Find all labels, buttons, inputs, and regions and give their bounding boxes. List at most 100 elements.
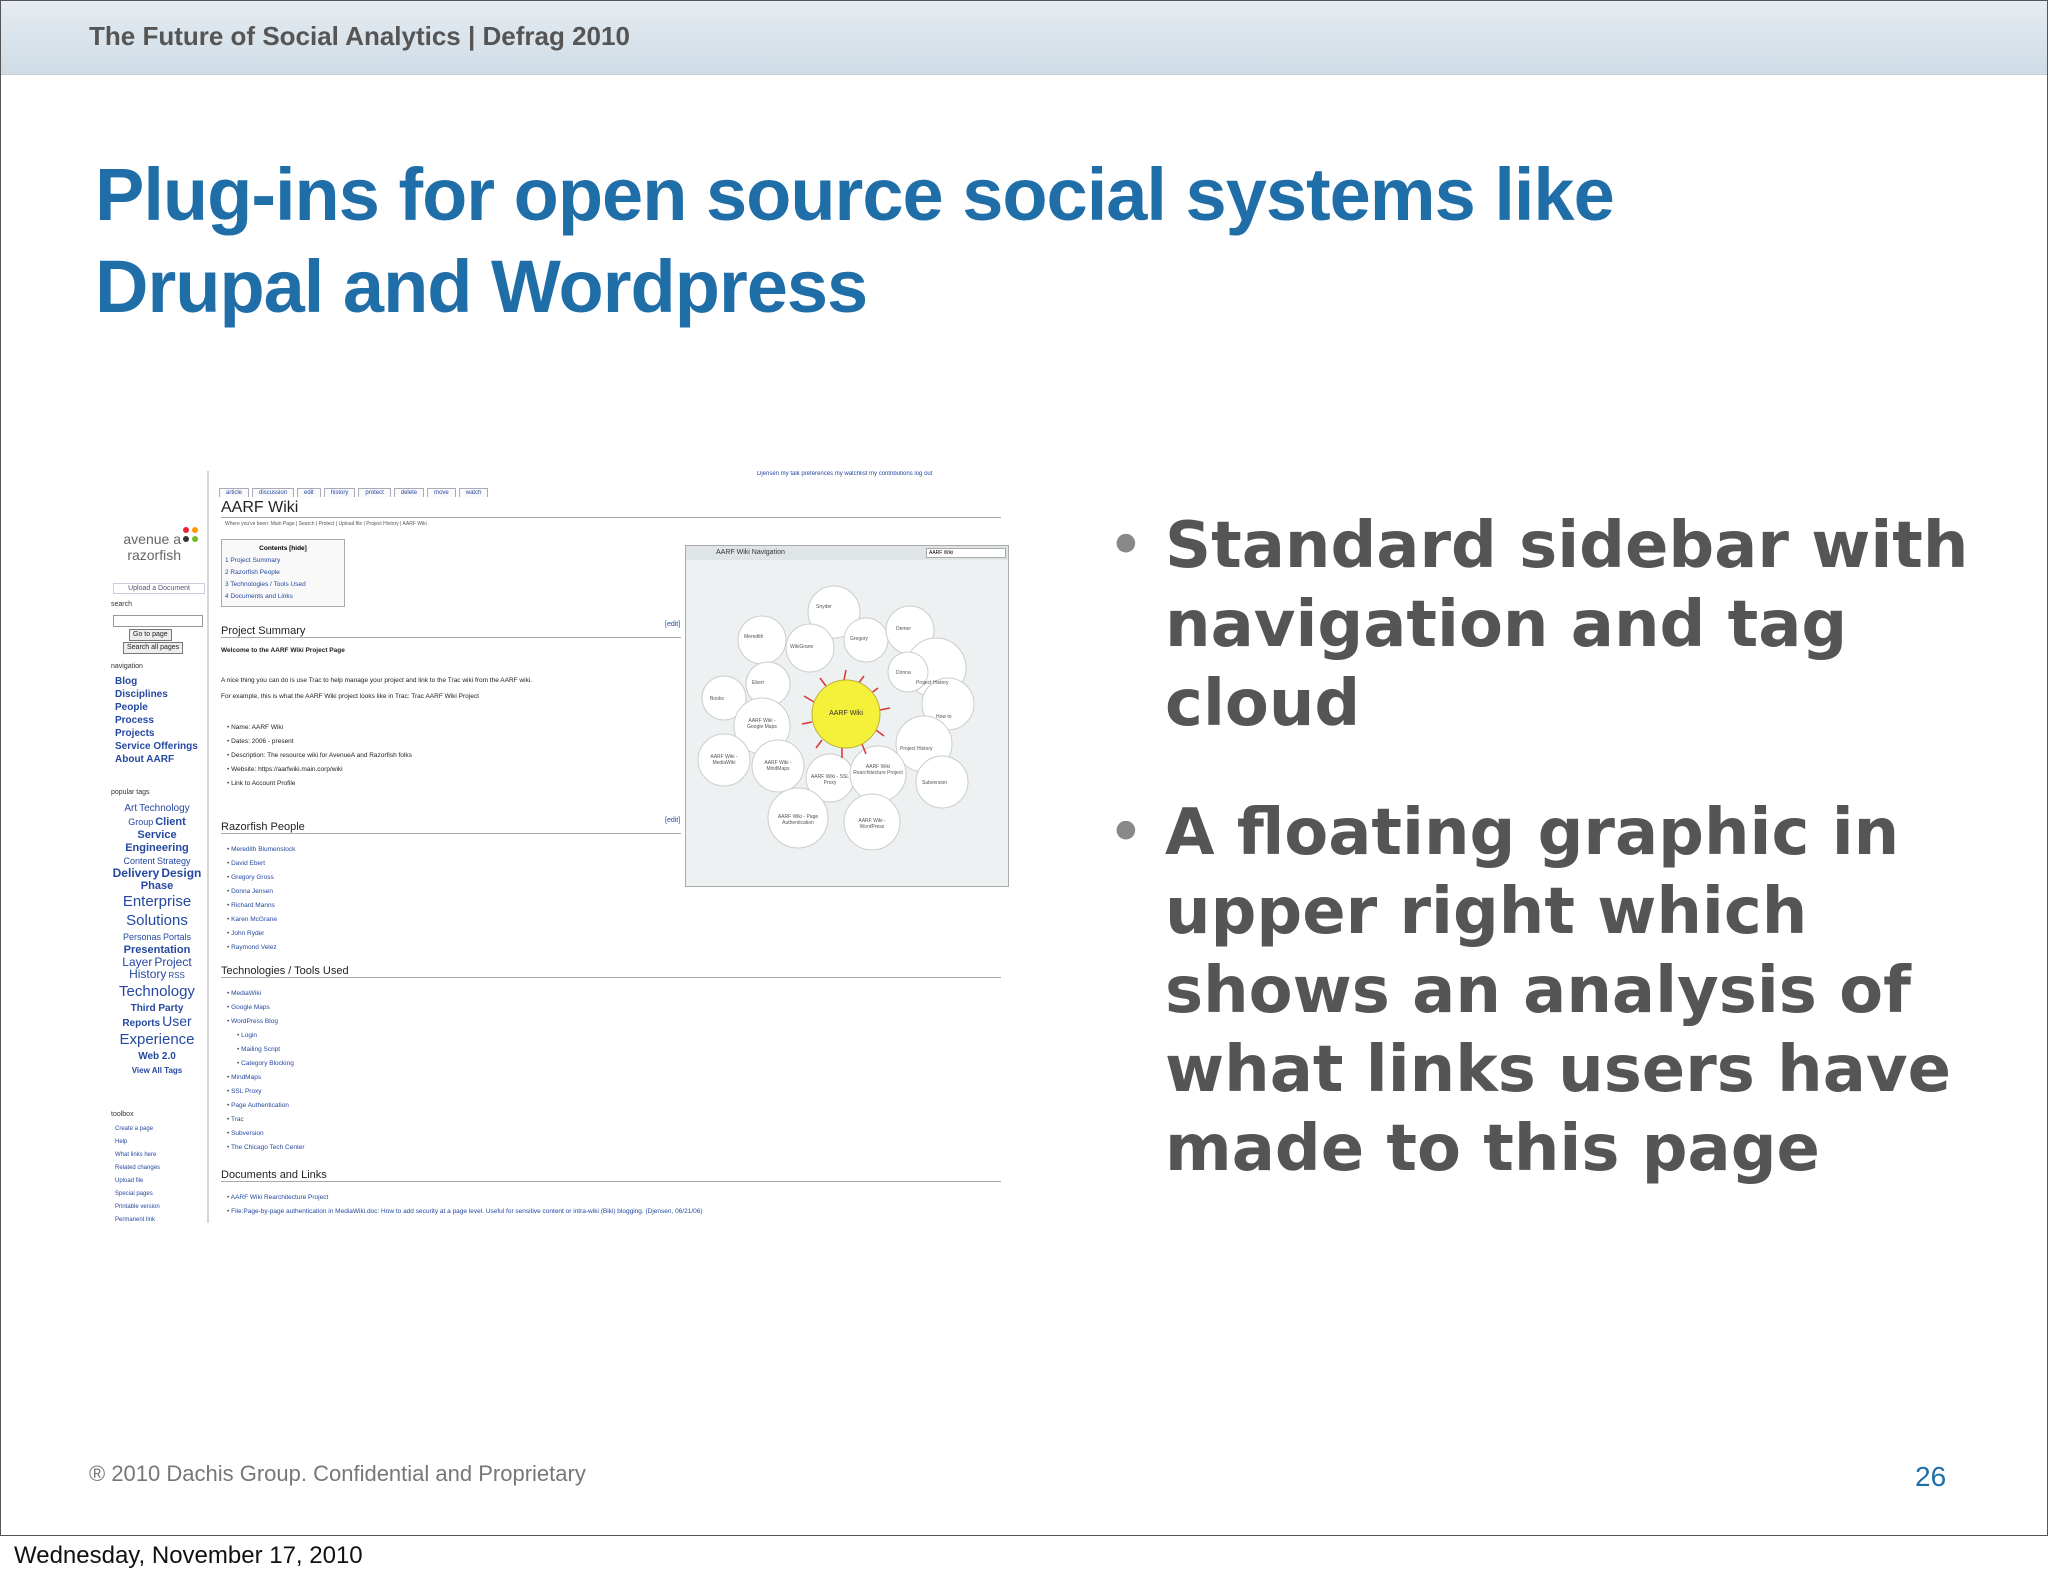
wiki-tag[interactable]: Presentation (123, 944, 191, 956)
wiki-list-item[interactable]: Website: https://aarfwiki.main.corp/wiki (227, 763, 412, 777)
wiki-graph-node[interactable]: AARF Wiki - MediaWiki (710, 754, 738, 766)
wiki-nav-item[interactable]: People (115, 702, 148, 713)
wiki-nav-item[interactable]: Projects (115, 728, 155, 739)
wiki-tag[interactable]: Project (154, 955, 192, 969)
wiki-tab[interactable]: history (323, 488, 356, 497)
wiki-list-item[interactable]: Google Maps (227, 1001, 305, 1015)
wiki-list-item[interactable]: WordPress Blog (227, 1015, 305, 1029)
wiki-graph-node[interactable]: Demer (896, 626, 912, 632)
wiki-graph-node[interactable]: AARF Wiki - MindMaps (764, 760, 792, 772)
wiki-toolbox-item[interactable]: Create a page (115, 1126, 154, 1132)
wiki-tab[interactable]: protect (358, 488, 391, 497)
wiki-list-item[interactable]: Login (227, 1029, 305, 1043)
wiki-graph-node[interactable]: AARF Wiki - Google Maps (747, 718, 777, 730)
wiki-graph-node[interactable]: How to (936, 714, 952, 720)
wiki-search-button[interactable]: Search all pages (123, 642, 184, 654)
wiki-tag[interactable]: Technology (119, 983, 195, 1000)
wiki-toolbox-item[interactable]: Permanent link (115, 1217, 156, 1223)
wiki-tab[interactable]: move (427, 488, 456, 497)
wiki-toc-item[interactable]: 1 Project Summary (225, 557, 281, 564)
wiki-list-item[interactable]: Karen McGrane (227, 913, 295, 927)
wiki-tag[interactable]: Technology (139, 803, 190, 814)
wiki-list-item[interactable]: AARF Wiki Rearchitecture Project (227, 1191, 703, 1205)
wiki-toolbox-item[interactable]: Help (115, 1139, 128, 1145)
wiki-list-item[interactable]: Richard Manns (227, 899, 295, 913)
wiki-graph-node[interactable]: Project History (916, 680, 949, 686)
wiki-tab[interactable]: discussion (252, 488, 295, 497)
wiki-list-item[interactable]: John Ryder (227, 927, 295, 941)
wiki-graph-node[interactable]: Snyder (816, 604, 832, 610)
wiki-graph-input[interactable]: AARF Wiki (926, 548, 1006, 558)
wiki-list-item[interactable]: MindMaps (227, 1071, 305, 1085)
wiki-tab[interactable]: watch (458, 488, 489, 497)
wiki-list-item[interactable]: The Chicago Tech Center (227, 1141, 305, 1155)
wiki-tag[interactable]: Group (128, 817, 154, 827)
wiki-tab[interactable]: edit (297, 488, 321, 497)
wiki-tag[interactable]: Content (123, 856, 155, 866)
wiki-list-item[interactable]: Raymond Velez (227, 941, 295, 955)
wiki-graph-node[interactable]: Meredith (744, 634, 764, 640)
wiki-tag[interactable]: Experience (119, 1031, 195, 1048)
wiki-nav-item[interactable]: About AARF (115, 754, 175, 765)
wiki-graph-node[interactable]: Gregory (850, 636, 869, 642)
wiki-tag[interactable]: Enterprise (122, 893, 192, 910)
wiki-tag[interactable]: Third Party (130, 1003, 184, 1014)
wiki-toc-item[interactable]: 4 Documents and Links (225, 593, 293, 600)
wiki-toolbox-item[interactable]: What links here (115, 1152, 157, 1158)
wiki-tag[interactable]: History (129, 967, 167, 981)
wiki-tag[interactable]: Web 2.0 (138, 1051, 176, 1062)
wiki-nav-item[interactable]: Service Offerings (115, 741, 198, 752)
wiki-graph-node[interactable]: AARF Wiki - Page Authentication (777, 814, 819, 826)
wiki-toolbox-item[interactable]: Related changes (115, 1165, 161, 1171)
wiki-list-item[interactable]: Trac (227, 1113, 305, 1127)
wiki-breadcrumb[interactable]: Where you've been: Main Page | Search | … (225, 521, 427, 527)
wiki-tag[interactable]: Personas (122, 932, 161, 942)
wiki-toc-item[interactable]: 3 Technologies / Tools Used (225, 581, 306, 588)
wiki-list-item[interactable]: MediaWiki (227, 987, 305, 1001)
wiki-tag[interactable]: Phase (140, 880, 174, 892)
wiki-graph-center[interactable]: AARF Wiki (829, 710, 863, 717)
wiki-toolbox-item[interactable]: Special pages (115, 1191, 153, 1197)
wiki-tag[interactable]: User (162, 1013, 192, 1029)
wiki-tag[interactable]: Delivery (112, 866, 160, 880)
wiki-tag[interactable]: Engineering (125, 842, 189, 854)
wiki-tab[interactable]: delete (393, 488, 425, 497)
wiki-graph-node[interactable]: Donna (896, 670, 911, 676)
wiki-tag[interactable]: Solutions (126, 912, 188, 929)
wiki-tag[interactable]: Layer (122, 955, 153, 969)
wiki-list-item[interactable]: Gregory Gross (227, 871, 295, 885)
wiki-list-item[interactable]: SSL Proxy (227, 1085, 305, 1099)
wiki-graph-node[interactable]: AARF Wiki - SSL Proxy (810, 774, 850, 786)
wiki-edit-link[interactable]: [edit] (665, 621, 681, 628)
wiki-graph-node[interactable]: Books (710, 696, 724, 702)
wiki-search-input[interactable] (113, 615, 203, 627)
wiki-list-item[interactable]: Donna Jensen (227, 885, 295, 899)
wiki-graph-node[interactable]: AARF Wiki - WordPress (858, 818, 886, 830)
wiki-tag[interactable]: Art (124, 803, 138, 814)
wiki-list-item[interactable]: Page Authentication (227, 1099, 305, 1113)
wiki-list-item[interactable]: Meredith Blumenstock (227, 843, 295, 857)
wiki-toolbox-item[interactable]: Printable version (115, 1204, 160, 1210)
wiki-tag[interactable]: View All Tags (131, 1066, 183, 1075)
wiki-graph-node[interactable]: AARF Wiki Rearchitecture Project (853, 764, 903, 776)
wiki-list-item[interactable]: Subversion (227, 1127, 305, 1141)
wiki-graph-node[interactable]: Ebert (752, 680, 764, 686)
wiki-tag[interactable]: Design (161, 866, 202, 880)
wiki-go-button[interactable]: Go to page (129, 629, 172, 641)
wiki-edit-link[interactable]: [edit] (665, 817, 681, 824)
wiki-tag[interactable]: Reports (122, 1018, 161, 1029)
wiki-graph-node[interactable]: WikiGrane (790, 644, 814, 650)
wiki-list-item[interactable]: David Ebert (227, 857, 295, 871)
wiki-tag[interactable]: Client (155, 816, 186, 828)
wiki-list-item[interactable]: Link to Account Profile (227, 777, 412, 791)
wiki-user-links[interactable]: Djensen my talk preferences my watchlist… (757, 471, 933, 477)
wiki-tag[interactable]: Service (137, 829, 177, 841)
wiki-tab[interactable]: article (219, 488, 250, 497)
wiki-toc-item[interactable]: 2 Razorfish People (225, 569, 280, 576)
wiki-toolbox-item[interactable]: Upload file (115, 1178, 144, 1184)
wiki-list-item[interactable]: File:Page-by-page authentication in Medi… (227, 1205, 703, 1219)
wiki-nav-item[interactable]: Disciplines (115, 689, 168, 700)
wiki-graph-node[interactable]: Project History (900, 746, 933, 752)
wiki-tag[interactable]: Strategy (157, 856, 191, 866)
wiki-nav-item[interactable]: Blog (115, 676, 138, 687)
